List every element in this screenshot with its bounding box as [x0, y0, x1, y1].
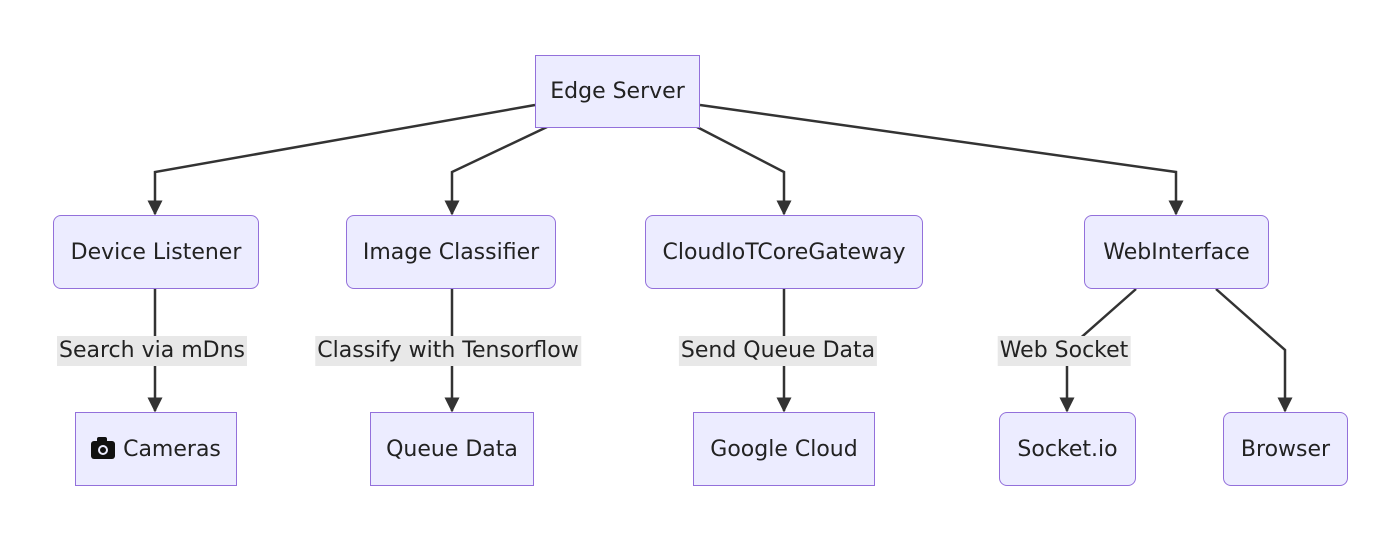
node-edge-server: Edge Server [535, 55, 700, 128]
node-socket-io-label: Socket.io [1017, 436, 1118, 462]
node-browser-label: Browser [1240, 436, 1331, 462]
edge-webinterface-to-browser [1215, 288, 1293, 413]
node-cameras: Cameras [75, 412, 237, 486]
node-queue-data-label: Queue Data [386, 436, 518, 462]
node-socket-io: Socket.io [999, 412, 1136, 486]
node-google-cloud-label: Google Cloud [710, 436, 858, 462]
edge-label-search-mdns: Search via mDns [57, 336, 247, 366]
node-device-listener: Device Listener [53, 215, 259, 289]
node-google-cloud: Google Cloud [693, 412, 875, 486]
node-queue-data: Queue Data [370, 412, 534, 486]
node-browser: Browser [1223, 412, 1348, 486]
node-cameras-label: Cameras [123, 436, 221, 462]
edge-edge-server-to-image-classifier [444, 125, 548, 216]
edge-label-classify-tensorflow: Classify with Tensorflow [315, 336, 581, 366]
node-image-classifier: Image Classifier [346, 215, 556, 289]
edge-label-web-socket: Web Socket [997, 336, 1131, 366]
edge-label-send-queue-data: Send Queue Data [678, 336, 878, 366]
edge-edge-server-to-webinterface [699, 103, 1184, 216]
node-image-classifier-label: Image Classifier [362, 239, 540, 265]
edge-edge-server-to-cloudiot-gateway [696, 125, 792, 216]
node-edge-server-label: Edge Server [550, 79, 685, 104]
node-webinterface: WebInterface [1084, 215, 1269, 289]
node-cloudiot-gateway: CloudIoTCoreGateway [645, 215, 923, 289]
node-cloudiot-gateway-label: CloudIoTCoreGateway [662, 239, 906, 265]
node-webinterface-label: WebInterface [1103, 239, 1250, 265]
node-device-listener-label: Device Listener [70, 239, 242, 265]
edge-edge-server-to-device-listener [147, 103, 536, 216]
camera-icon [91, 437, 116, 459]
